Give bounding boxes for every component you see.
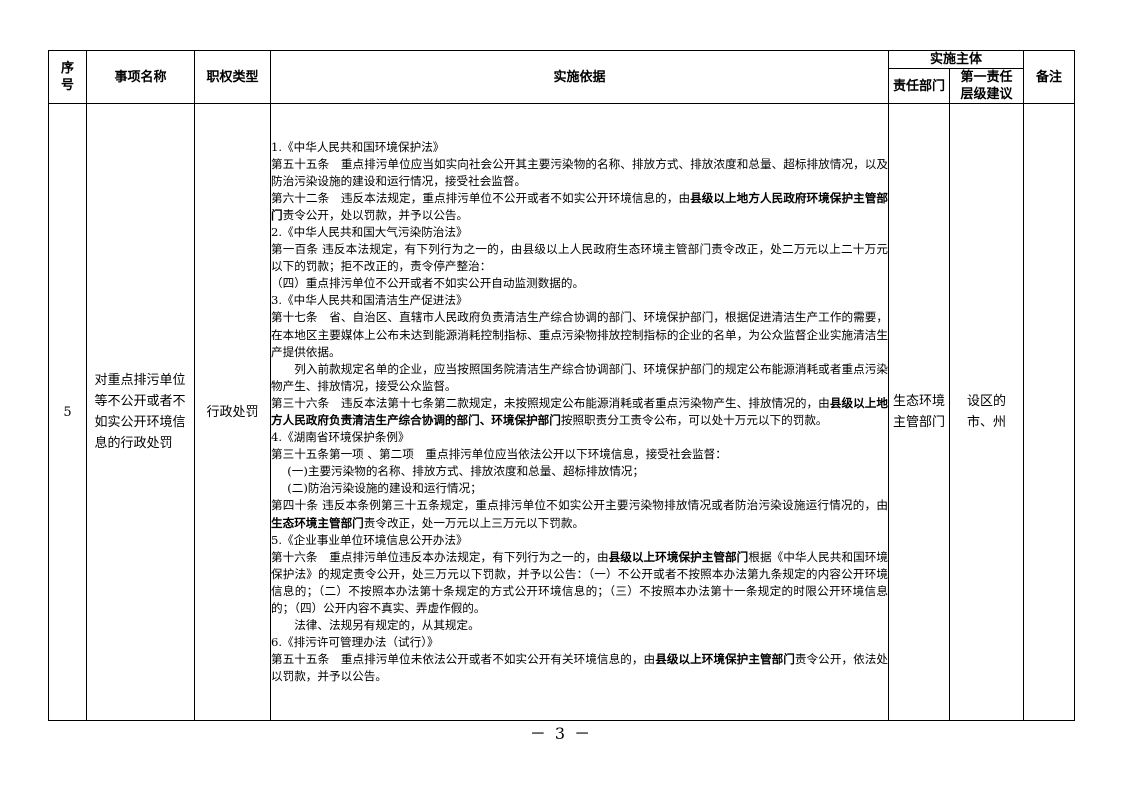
basis-text: 第一百条 违反本法规定，有下列行为之一的，由县级以上人民政府生态环境主管部门责令… (271, 242, 888, 274)
cell-item-name: 对重点排污单位等不公开或者不如实公开环境信息的行政处罚 (86, 103, 195, 721)
basis-paragraph: 2.《中华人民共和国大气污染防治法》 (271, 224, 888, 241)
basis-paragraph: 第五十五条 重点排污单位应当如实向社会公开其主要污染物的名称、排放方式、排放浓度… (271, 156, 888, 190)
basis-paragraph: 1.《中华人民共和国环境保护法》 (271, 139, 888, 156)
basis-text: 根据《中华人民共和国环境保护法》的规定责令公开，处三万元以下罚款，并予以公告：（… (271, 549, 888, 616)
cell-dept: 生态环境主管部门 (888, 103, 950, 721)
basis-paragraph: 法律、法规另有规定的，从其规定。 (271, 617, 888, 634)
basis-text: 责令改正，处一万元以上三万元以下罚款。 (363, 515, 585, 530)
basis-text: 1.《中华人民共和国环境保护法》 (271, 139, 445, 154)
cell-authority-type: 行政处罚 (194, 103, 271, 721)
header-basis: 实施依据 (270, 50, 889, 104)
dept-text: 生态环境主管部门 (892, 394, 945, 430)
table-row: 5 对重点排污单位等不公开或者不如实公开环境信息的行政处罚 行政处罚 1.《中华… (48, 103, 1076, 721)
cell-remark (1023, 103, 1076, 721)
basis-paragraph: 第三十五条第一项 、第二项 重点排污单位应当依法公开以下环境信息，接受社会监督： (271, 446, 888, 463)
basis-text: 第六十二条 违反本法规定，重点排污单位不公开或者不如实公开环境信息的，由 (271, 190, 691, 205)
basis-paragraph: 5.《企业事业单位环境信息公开办法》 (271, 532, 888, 549)
basis-text: 法律、法规另有规定的，从其规定。 (294, 618, 480, 633)
basis-paragraph: (二)防治污染设施的建设和运行情况； (271, 480, 888, 497)
basis-text: 列入前款规定名单的企业，应当按照国务院清洁生产综合协调部门、环境保护部门的规定公… (271, 361, 888, 393)
basis-text: 责令公开，处以罚款，并予以公告。 (282, 207, 469, 222)
basis-text: 5.《企业事业单位环境信息公开办法》 (271, 532, 468, 547)
level-text: 设区的市、州 (966, 394, 1006, 430)
cell-seq: 5 (48, 103, 87, 721)
basis-emphasis: 县级以上环境保护主管部门 (608, 549, 749, 564)
header-seq-text: 序号 (60, 61, 74, 93)
cell-basis: 1.《中华人民共和国环境保护法》第五十五条 重点排污单位应当如实向社会公开其主要… (270, 103, 889, 721)
basis-paragraph: 4.《湖南省环境保护条例》 (271, 429, 888, 446)
basis-text: 第三十六条 违反本法第十七条第二款规定，未按照规定公布能源消耗或者重点污染物产生… (271, 395, 830, 410)
basis-text: 按照职责分工责令公布，可以处十万元以下的罚款。 (560, 413, 828, 427)
basis-text: 第五十五条 重点排污单位未依法公开或者不如实公开有关环境信息的，由 (271, 652, 656, 667)
basis-text: 第四十条 违反本条例第三十五条规定，重点排污单位不如实公开主要污染物排放情况或者… (271, 498, 888, 513)
basis-text: 责令公开，依法处以罚款，并予以公告。 (271, 652, 888, 684)
page-number: － 3 － (529, 724, 593, 743)
authority-table: 序号 事项名称 职权类型 实施依据 实施主体 备注 责任部门 第一责任层级建议 … (48, 50, 1076, 721)
basis-text: 第三十五条第一项 、第二项 重点排污单位应当依法公开以下环境信息，接受社会监督： (271, 447, 727, 462)
basis-text: 第十六条 重点排污单位违反本办法规定，有下列行为之一的，由 (271, 549, 609, 564)
basis-paragraph: (一)主要污染物的名称、排放方式、排放浓度和总量、超标排放情况； (271, 463, 888, 480)
basis-paragraph: （四）重点排污单位不公开或者不如实公开自动监测数据的。 (271, 275, 888, 292)
basis-paragraph: 第一百条 违反本法规定，有下列行为之一的，由县级以上人民政府生态环境主管部门责令… (271, 241, 888, 275)
basis-emphasis: 县级以上环境保护主管部门 (655, 652, 795, 667)
basis-paragraph: 第四十条 违反本条例第三十五条规定，重点排污单位不如实公开主要污染物排放情况或者… (271, 497, 888, 531)
basis-text: 3.《中华人民共和国清洁生产促进法》 (271, 293, 468, 308)
basis-text: 第十七条 省、自治区、直辖市人民政府负责清洁生产综合协调的部门、环境保护部门，根… (271, 310, 888, 359)
item-name-text: 对重点排污单位等不公开或者不如实公开环境信息的行政处罚 (94, 373, 186, 451)
basis-paragraph: 6.《排污许可管理办法（试行）》 (271, 634, 888, 651)
basis-text: 6.《排污许可管理办法（试行）》 (271, 635, 439, 650)
header-level-text: 第一责任层级建议 (960, 70, 1013, 102)
basis-text: 2.《中华人民共和国大气污染防治法》 (271, 224, 468, 239)
basis-emphasis: 县级以上地方人民政府环境保护主管部门 (271, 190, 888, 222)
basis-emphasis: 生态环境主管部门 (271, 515, 364, 530)
basis-paragraph: 第十七条 省、自治区、直辖市人民政府负责清洁生产综合协调的部门、环境保护部门，根… (271, 309, 888, 360)
basis-paragraph: 第五十五条 重点排污单位未依法公开或者不如实公开有关环境信息的，由县级以上环境保… (271, 651, 888, 685)
basis-paragraph: 第三十六条 违反本法第十七条第二款规定，未按照规定公布能源消耗或者重点污染物产生… (271, 395, 888, 429)
basis-text: （四）重点排污单位不公开或者不如实公开自动监测数据的。 (271, 276, 585, 291)
header-level: 第一责任层级建议 (948, 68, 1025, 104)
header-remark: 备注 (1023, 50, 1076, 104)
basis-text: (一)主要污染物的名称、排放方式、排放浓度和总量、超标排放情况； (287, 464, 645, 479)
basis-text: (二)防治污染设施的建设和运行情况； (287, 481, 482, 496)
basis-paragraph: 3.《中华人民共和国清洁生产促进法》 (271, 292, 888, 309)
header-dept: 责任部门 (888, 68, 950, 104)
basis-text: 第五十五条 重点排污单位应当如实向社会公开其主要污染物的名称、排放方式、排放浓度… (271, 156, 888, 188)
basis-text: 4.《湖南省环境保护条例》 (271, 430, 410, 445)
header-name: 事项名称 (86, 50, 195, 104)
header-type: 职权类型 (194, 50, 271, 104)
header-subject: 实施主体 (887, 50, 1025, 69)
basis-paragraph: 第六十二条 违反本法规定，重点排污单位不公开或者不如实公开环境信息的，由县级以上… (271, 190, 888, 224)
header-seq: 序号 (48, 50, 87, 104)
basis-paragraph: 第十六条 重点排污单位违反本办法规定，有下列行为之一的，由县级以上环境保护主管部… (271, 549, 888, 617)
basis-emphasis: 县级以上地方人民政府负责清洁生产综合协调的部门、环境保护部门 (271, 395, 888, 427)
basis-paragraph: 列入前款规定名单的企业，应当按照国务院清洁生产综合协调部门、环境保护部门的规定公… (271, 361, 888, 395)
cell-level: 设区的市、州 (948, 103, 1025, 721)
